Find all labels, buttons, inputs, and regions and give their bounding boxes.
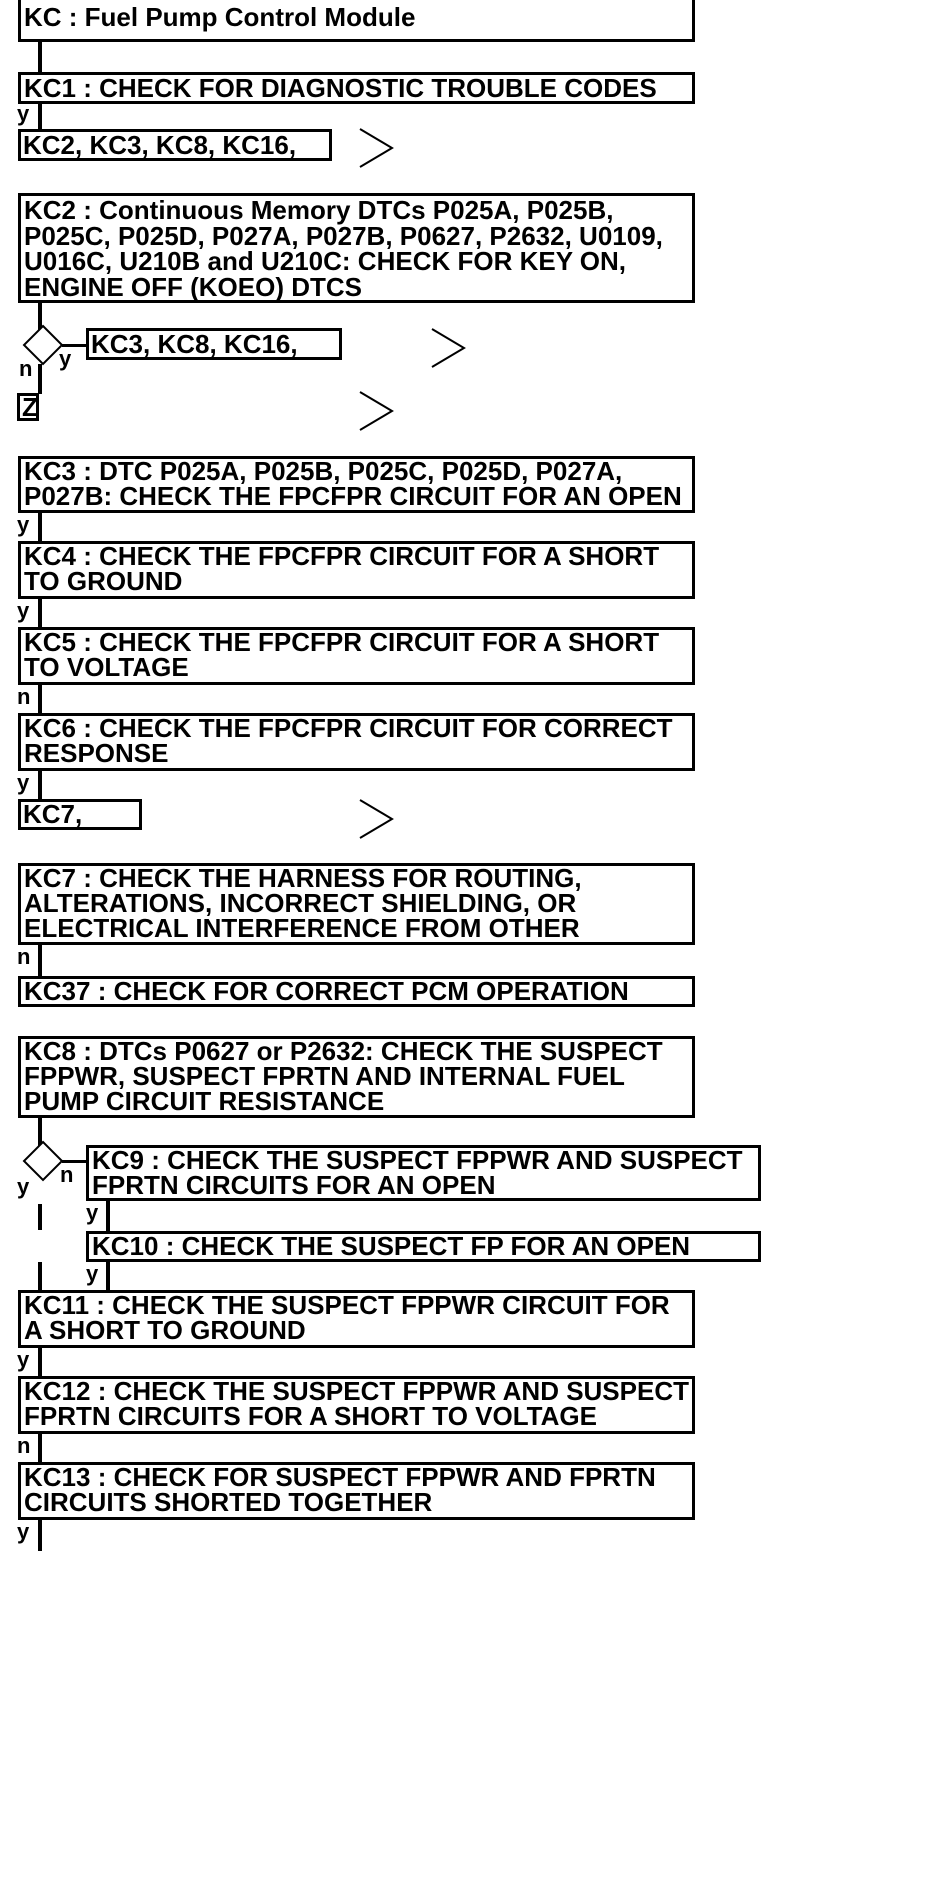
yes-label: y bbox=[17, 1347, 30, 1372]
yes-label: y bbox=[17, 1519, 30, 1544]
step-kc7: KC7 : CHECK THE HARNESS FOR ROUTING, ALT… bbox=[18, 863, 695, 945]
connector-line bbox=[38, 944, 42, 978]
no-label: n bbox=[19, 356, 33, 381]
step-kc5: KC5 : CHECK THE FPCFPR CIRCUIT FOR A SHO… bbox=[18, 627, 695, 685]
page-title: KC : Fuel Pump Control Module bbox=[18, 0, 695, 42]
chevron-right-icon[interactable] bbox=[356, 796, 396, 842]
step-kc12: KC12 : CHECK THE SUSPECT FPPWR AND SUSPE… bbox=[18, 1376, 695, 1434]
no-label: n bbox=[17, 684, 31, 709]
yes-label: y bbox=[59, 346, 72, 371]
yes-label: y bbox=[86, 1261, 99, 1286]
chevron-right-icon[interactable] bbox=[428, 325, 468, 371]
connector-line bbox=[38, 364, 42, 394]
connector-line bbox=[38, 598, 42, 628]
connector-line bbox=[38, 1433, 42, 1463]
step-kc8: KC8 : DTCs P0627 or P2632: CHECK THE SUS… bbox=[18, 1036, 695, 1118]
reference-kc2-kc3-kc8-kc16-kc31[interactable]: KC2, KC3, KC8, KC16, KC31 bbox=[18, 129, 332, 161]
yes-label: y bbox=[17, 770, 30, 795]
step-kc10: KC10 : CHECK THE SUSPECT FP FOR AN OPEN bbox=[86, 1231, 761, 1262]
connector-line bbox=[38, 1204, 42, 1230]
step-kc4: KC4 : CHECK THE FPCFPR CIRCUIT FOR A SHO… bbox=[18, 541, 695, 599]
connector-line bbox=[38, 770, 42, 800]
yes-label: y bbox=[17, 598, 30, 623]
no-label: n bbox=[17, 944, 31, 969]
step-kc13: KC13 : CHECK FOR SUSPECT FPPWR AND FPRTN… bbox=[18, 1462, 695, 1520]
connector-line bbox=[62, 344, 88, 347]
connector-line bbox=[62, 1160, 88, 1163]
step-kc6: KC6 : CHECK THE FPCFPR CIRCUIT FOR CORRE… bbox=[18, 713, 695, 771]
yes-label: y bbox=[86, 1200, 99, 1225]
step-kc2: KC2 : Continuous Memory DTCs P025A, P025… bbox=[18, 193, 695, 303]
connector-line bbox=[38, 1117, 42, 1147]
reference-kc3-kc8-kc16-kc32[interactable]: KC3, KC8, KC16, KC32 bbox=[86, 328, 342, 360]
no-label: n bbox=[60, 1162, 74, 1187]
connector-line bbox=[38, 1262, 42, 1292]
chevron-right-icon[interactable] bbox=[356, 125, 396, 171]
step-kc1: KC1 : CHECK FOR DIAGNOSTIC TROUBLE CODES… bbox=[18, 72, 695, 104]
step-kc37: KC37 : CHECK FOR CORRECT PCM OPERATION bbox=[18, 976, 695, 1007]
connector-line bbox=[38, 1519, 42, 1551]
connector-line bbox=[38, 512, 42, 542]
decision-diamond bbox=[22, 324, 64, 366]
connector-line bbox=[106, 1200, 110, 1232]
connector-line bbox=[38, 42, 42, 74]
connector-line bbox=[38, 302, 42, 332]
reference-z[interactable]: Z bbox=[17, 393, 39, 421]
reference-kc7-kc37[interactable]: KC7, KC37 bbox=[18, 799, 142, 830]
connector-line bbox=[38, 684, 42, 714]
chevron-right-icon[interactable] bbox=[356, 388, 396, 434]
step-kc9: KC9 : CHECK THE SUSPECT FPPWR AND SUSPEC… bbox=[86, 1145, 761, 1201]
connector-line bbox=[106, 1261, 110, 1292]
connector-line bbox=[38, 104, 42, 130]
decision-diamond bbox=[22, 1140, 64, 1182]
step-kc3: KC3 : DTC P025A, P025B, P025C, P025D, P0… bbox=[18, 456, 695, 513]
connector-line bbox=[38, 1347, 42, 1377]
yes-label: y bbox=[17, 101, 30, 126]
yes-label: y bbox=[17, 1174, 30, 1199]
step-kc11: KC11 : CHECK THE SUSPECT FPPWR CIRCUIT F… bbox=[18, 1290, 695, 1348]
yes-label: y bbox=[17, 512, 30, 537]
no-label: n bbox=[17, 1433, 31, 1458]
